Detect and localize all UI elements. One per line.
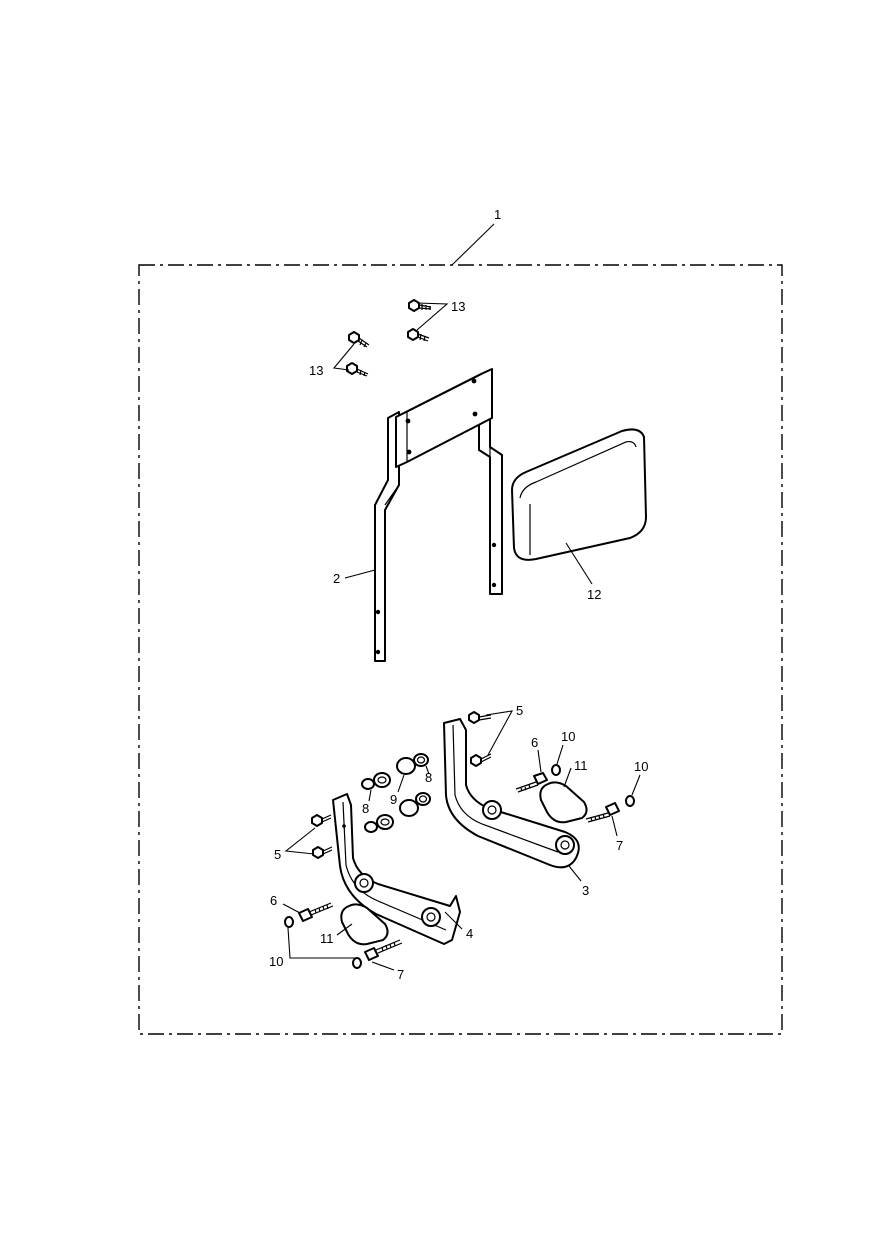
callout-10-lower-label: 10 (269, 954, 283, 969)
callout-4: 4 (444, 911, 473, 941)
bolt-7-upper: 7 (585, 802, 623, 853)
screw-13-a (408, 299, 432, 312)
callout-2-label: 2 (333, 571, 340, 586)
callout-1-label: 1 (494, 207, 501, 222)
callout-7-lower-label: 7 (397, 967, 404, 982)
bushing-set-8-9: 8 9 8 (361, 753, 432, 833)
callout-1: 1 (451, 207, 501, 266)
callout-9-label: 9 (390, 792, 397, 807)
callout-5-lower-label: 5 (274, 847, 281, 862)
bolt-6-upper: 6 (515, 735, 548, 793)
screw-13-group: 13 13 (309, 299, 465, 378)
callout-6-upper-label: 6 (531, 735, 538, 750)
callout-5-upper-label: 5 (516, 703, 523, 718)
callout-3-label: 3 (582, 883, 589, 898)
callout-7-upper-label: 7 (616, 838, 623, 853)
screw-13-c (348, 331, 370, 348)
bolt-6-lower: 6 (270, 893, 334, 922)
callout-6-lower-label: 6 (270, 893, 277, 908)
callout-13-upper-label: 13 (451, 299, 465, 314)
callout-12: 12 (565, 542, 601, 602)
screw-13-b (407, 328, 430, 342)
screw-5-lower-group: 5 (274, 814, 333, 862)
backrest-frame-part-2 (374, 368, 503, 662)
spacer-11-upper: 11 (539, 758, 588, 824)
screw-13-d (346, 362, 369, 377)
bolt-7-lower: 7 (364, 939, 404, 982)
callout-8-right-label: 8 (425, 770, 432, 785)
callout-2: 2 (333, 569, 376, 586)
callout-3: 3 (568, 865, 589, 898)
backrest-pad-part-12 (511, 428, 647, 561)
callout-8-left-label: 8 (362, 801, 369, 816)
screw-5-upper-group: 5 (468, 703, 523, 767)
callout-11-upper-label: 11 (574, 758, 588, 773)
callout-13-lower-label: 13 (309, 363, 323, 378)
washer-10-upper: 10 10 (551, 729, 648, 807)
kit-boundary-frame (138, 264, 783, 1035)
spacer-11-lower: 11 (320, 903, 389, 946)
callout-10-upper-label: 10 (561, 729, 575, 744)
right-bracket-part-3 (443, 718, 580, 869)
washer-10-lower: 10 (269, 916, 362, 969)
callout-11-lower-label: 11 (320, 931, 334, 946)
callout-4-label: 4 (466, 926, 473, 941)
callout-10-right-label: 10 (634, 759, 648, 774)
callout-12-label: 12 (587, 587, 601, 602)
